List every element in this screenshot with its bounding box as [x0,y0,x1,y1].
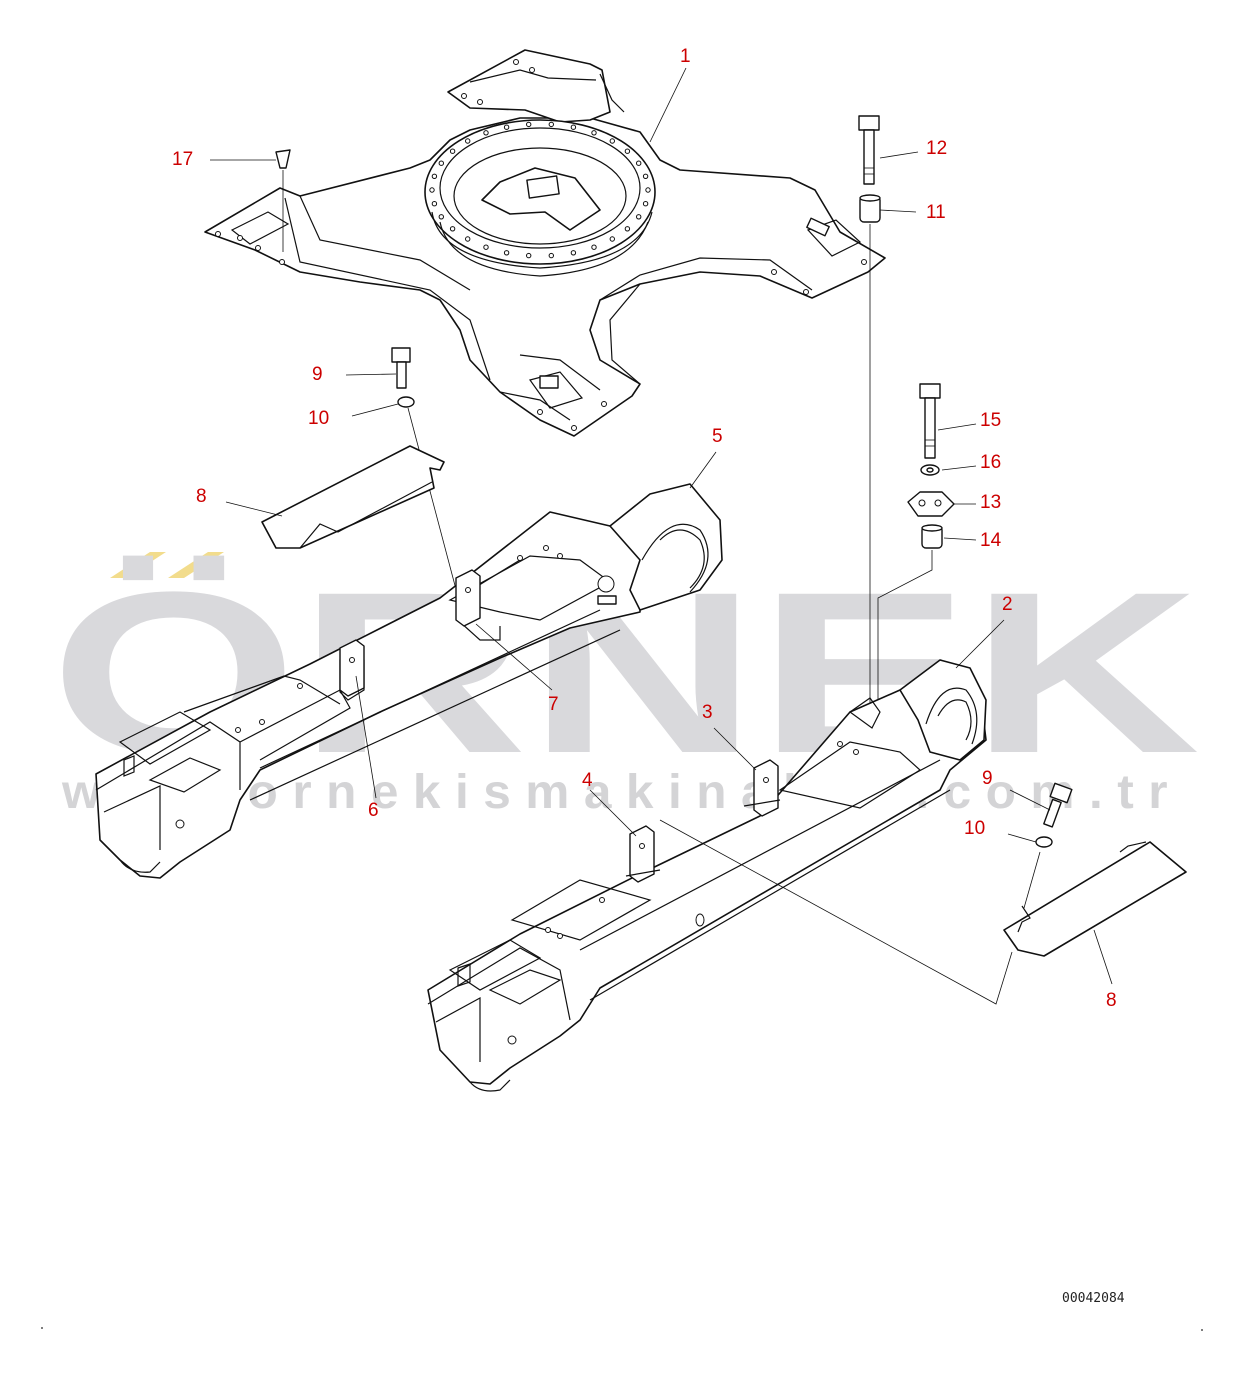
callout-10-right: 10 [964,818,985,839]
spacer-part-14 [921,524,943,549]
bolt-part-12 [858,115,880,185]
guide-line-9-left [407,407,463,613]
guide-line-9-right [1023,851,1041,909]
center-frame-part-1 [204,49,886,437]
ring-bolt-hole [431,173,438,180]
ring-bolt-hole [642,173,649,180]
cover-part-8-left [261,445,445,549]
ring-bolt-hole [570,250,577,256]
callout-1: 1 [680,46,691,67]
ring-bolt-hole [465,138,471,144]
track-frame-right [427,659,987,1092]
ring-bolt-hole [642,201,649,207]
ring-bolt-hole [624,148,631,154]
callout-10-left: 10 [308,408,329,429]
bracket-part-3 [743,759,781,817]
ring-bolt-hole [526,121,532,128]
washer-part-16 [920,464,940,476]
callout-6: 6 [368,800,379,821]
leader-lines [210,67,1113,985]
callout-16: 16 [980,452,1001,473]
drawing-code: 00042084 [1062,1291,1125,1306]
callout-12: 12 [926,138,947,159]
ring-bolt-hole [636,160,642,166]
bracket-part-6 [339,639,365,697]
ring-bolt-hole [624,226,631,232]
bolt-part-15 [919,383,941,459]
callout-2: 2 [1002,594,1013,615]
callout-9-right: 9 [982,768,993,789]
bracket-part-4 [625,825,661,883]
ring-bolt-hole [449,148,456,154]
ring-bolt-hole [438,160,444,166]
guide-line-8-right [659,819,1013,1005]
ring-bolt-hole [548,121,554,128]
ring-bolt-hole [483,244,489,250]
ring-bolt-hole [570,124,577,130]
ring-bolt-hole [548,252,554,259]
ring-bolt-hole [591,244,597,250]
ring-bolt-hole [503,124,510,130]
callout-15: 15 [980,410,1001,431]
ring-bolt-hole [526,252,532,259]
bracket-part-7 [455,569,481,627]
ring-bolt-hole [438,214,444,220]
ring-bolt-hole [636,214,642,220]
ring-bolt-hole [645,187,651,193]
callout-7: 7 [548,694,559,715]
callout-14: 14 [980,530,1002,551]
callout-4: 4 [582,770,593,791]
ring-bolt-holes [429,121,651,259]
washer-part-10-left [397,396,415,408]
cover-part-8-right [1003,841,1187,957]
callout-11: 11 [926,202,946,223]
ring-bolt-hole [503,250,510,256]
ring-bolt-hole [431,201,438,207]
ring-bolt-hole [449,226,456,232]
plug-part-17 [275,149,291,252]
callout-13: 13 [980,492,1001,513]
callout-8-right: 8 [1106,990,1117,1011]
ring-bolt-hole [483,130,489,136]
corner-mark-right [1201,1329,1203,1331]
callout-9-left: 9 [312,364,323,385]
callout-17: 17 [172,149,193,170]
watermark-accent-right [168,552,224,578]
ring-bolt-hole [465,236,471,242]
bolt-part-9-left [391,347,411,389]
ring-bolt-hole [591,130,597,136]
ring-bolt-hole [429,187,435,193]
callout-3: 3 [702,702,713,723]
bolt-part-9-right [1043,782,1073,828]
ring-bolt-hole [609,236,615,242]
callout-5: 5 [712,426,723,447]
plate-part-13 [907,491,955,517]
guide-line-14 [877,550,933,740]
spacer-part-11 [859,194,881,223]
watermark-accent-left [110,552,166,578]
ring-bolt-hole [609,138,615,144]
callout-labels: 1 2 3 4 5 6 7 8 8 9 9 10 10 11 12 13 14 … [172,46,1117,1011]
corner-mark-left [41,1327,43,1329]
washer-part-10-right [1035,836,1053,848]
callout-8-left: 8 [196,486,207,507]
